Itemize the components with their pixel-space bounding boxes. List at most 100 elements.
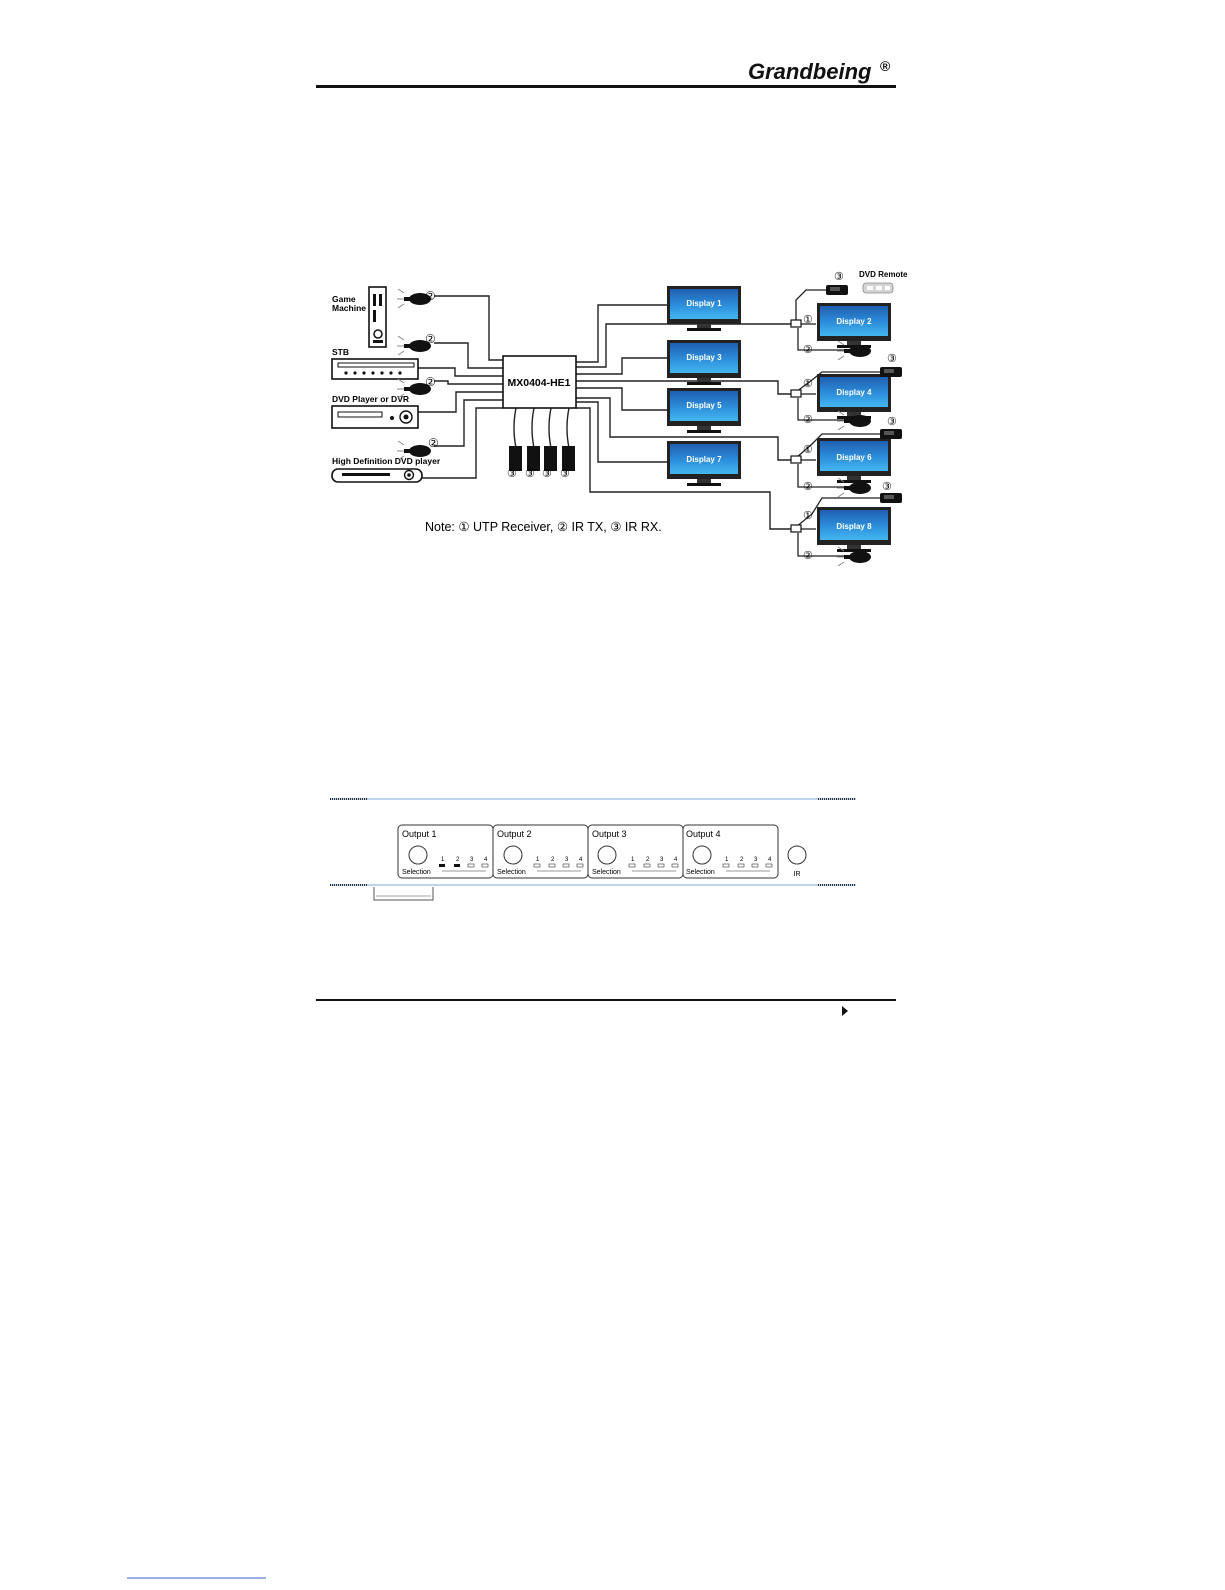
page-header: Grandbeing ® — [316, 58, 896, 88]
ir-rx-icon — [544, 446, 557, 471]
led-label: 3 — [470, 857, 474, 863]
utp-receivers — [790, 319, 802, 533]
display-label: Display 7 — [686, 455, 722, 464]
led-label: 2 — [551, 857, 555, 863]
matrix-label: MX0404-HE1 — [507, 377, 570, 389]
output-3-module: Output 3 Selection 1 2 3 4 — [587, 824, 684, 879]
marker-ir-rx: ③ — [542, 468, 552, 480]
footer-rule — [316, 999, 896, 1001]
led-label: 4 — [579, 857, 583, 863]
remote-ir-rx-group: ③ ③ ③ ③ — [826, 271, 902, 503]
led-indicators — [628, 863, 679, 868]
page-footer — [316, 999, 896, 1016]
display-1: Display 1 — [667, 286, 741, 331]
diagram-note: Note: ① UTP Receiver, ② IR TX, ③ IR RX. — [425, 520, 662, 534]
output-4-module: Output 4 Selection 1 2 3 4 — [682, 824, 779, 879]
marker-ir-rx: ③ — [887, 416, 897, 428]
source-label-game-line2: Machine — [332, 303, 366, 313]
display-label: Display 6 — [836, 453, 872, 462]
ir-rx-icon — [509, 446, 522, 471]
front-panel-illustration: Output 1 Selection 1 2 3 4 Output 2 Sele… — [330, 798, 856, 901]
marker-ir-rx: ③ — [507, 468, 517, 480]
output-1-module: Output 1 Selection 1 2 3 4 — [397, 824, 494, 879]
led-label: 2 — [646, 857, 650, 863]
matrix-switcher: MX0404-HE1 — [502, 355, 577, 409]
display-label: Display 4 — [836, 388, 872, 397]
output-title: Output 3 — [592, 829, 627, 839]
display-label: Display 5 — [686, 401, 722, 410]
marker-ir-rx: ③ — [887, 353, 897, 365]
display-label: Display 8 — [836, 522, 872, 531]
marker-ir-tx: ② — [803, 481, 813, 493]
led-label: 4 — [484, 857, 488, 863]
output-1-selection-button[interactable] — [408, 845, 428, 865]
output-3-selection-button[interactable] — [597, 845, 617, 865]
monitor-icon — [667, 340, 741, 385]
marker-ir-tx: ② — [428, 436, 439, 450]
output-title: Output 2 — [497, 829, 532, 839]
led-label: 2 — [456, 857, 460, 863]
source-ir-tx-group: ② ② ② ② — [396, 288, 439, 461]
brand-logo: Grandbeing — [748, 59, 872, 84]
source-label-stb: STB — [332, 347, 349, 357]
led-label: 3 — [660, 857, 664, 863]
ir-rx-icon — [527, 446, 540, 471]
marker-ir-tx: ② — [425, 289, 436, 303]
display-2: Display 2 — [817, 303, 891, 348]
display-label: Display 1 — [686, 299, 722, 308]
led-label: 4 — [674, 857, 678, 863]
header-rule — [316, 85, 896, 88]
source-dvd-player: DVD Player or DVR — [331, 394, 419, 429]
led-label: 1 — [631, 857, 635, 863]
led-label: 2 — [740, 857, 744, 863]
marker-ir-rx: ③ — [834, 271, 844, 283]
selection-label: Selection — [592, 869, 621, 876]
led-label: 1 — [536, 857, 540, 863]
marker-ir-rx: ③ — [560, 468, 570, 480]
marker-utp: ① — [803, 378, 813, 390]
marker-ir-tx: ② — [425, 375, 436, 389]
dvd-remote-label: DVD Remote — [859, 270, 908, 279]
output-4-selection-button[interactable] — [692, 845, 712, 865]
led-label: 1 — [725, 857, 729, 863]
selection-label: Selection — [402, 869, 431, 876]
monitor-icon — [667, 388, 741, 433]
led-label: 3 — [754, 857, 758, 863]
selection-label: Selection — [686, 869, 715, 876]
marker-ir-tx: ② — [425, 332, 436, 346]
ir-rx-icon — [562, 446, 575, 471]
display-7: Display 7 — [667, 441, 741, 486]
led-indicators — [439, 863, 489, 868]
marker-utp: ① — [803, 314, 813, 326]
utp-receiver-icon — [790, 389, 802, 398]
display-6: Display 6 — [817, 438, 891, 483]
marker-ir-tx: ② — [803, 414, 813, 426]
set-top-box-icon — [331, 358, 419, 380]
output-2-selection-button[interactable] — [503, 845, 523, 865]
output-led-labels: 1 2 3 4 — [441, 857, 488, 863]
led-indicators — [533, 863, 584, 868]
output-title: Output 4 — [686, 829, 721, 839]
system-diagram: Game Machine STB DVD Player or DVR — [331, 270, 908, 567]
source-stb: STB — [331, 347, 419, 380]
marker-ir-rx: ③ — [525, 468, 535, 480]
marker-ir-tx: ② — [803, 550, 813, 562]
source-label-dvd: DVD Player or DVR — [332, 394, 409, 404]
ir-window: IR — [787, 845, 807, 878]
ir-rx-icon — [826, 285, 848, 295]
source-hd-dvd-player: High Definition DVD player — [331, 456, 441, 483]
source-label-hddvd: High Definition DVD player — [332, 456, 441, 466]
ir-rx-icon — [880, 367, 902, 377]
output-title: Output 1 — [402, 829, 437, 839]
ir-sensor-icon — [787, 845, 807, 865]
selection-label: Selection — [497, 869, 526, 876]
registered-mark: ® — [880, 58, 891, 74]
marker-utp: ① — [803, 510, 813, 522]
ir-rx-icon — [880, 429, 902, 439]
display-4: Display 4 — [817, 374, 891, 419]
source-label-game-line1: Game — [332, 294, 356, 304]
next-page-arrow-icon[interactable] — [842, 1006, 848, 1016]
source-game-machine: Game Machine — [332, 286, 387, 348]
